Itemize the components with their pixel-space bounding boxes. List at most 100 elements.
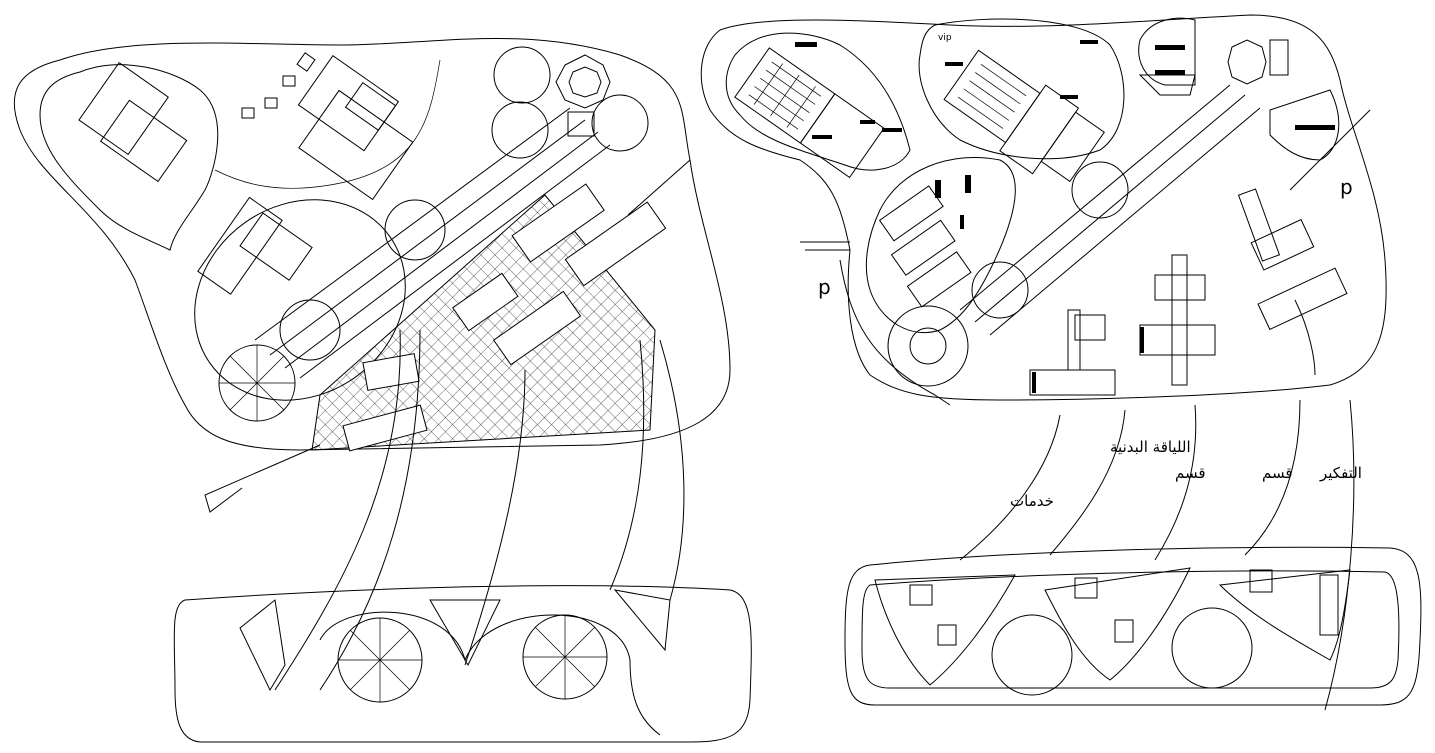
left-edge-line: [627, 159, 691, 216]
right-left-oval: [865, 156, 1016, 334]
left-path-2: [319, 329, 421, 691]
right-parking-curve: [839, 259, 951, 406]
right-top-block-1: [1138, 17, 1196, 86]
left-octagon-pavilion: [555, 54, 611, 109]
left-lower-wedge-2: [429, 599, 501, 667]
right-vip-building: [943, 49, 1105, 183]
right-lower-building-1: [1029, 309, 1116, 396]
right-stadium: [734, 47, 885, 179]
thinking-suffix-label: قسم: [1262, 464, 1293, 482]
left-diagonal-mall: [254, 107, 611, 379]
left-inner-loop: [39, 64, 219, 251]
right-diagonal-mall: [959, 84, 1261, 336]
right-lower-room-4: [1114, 619, 1134, 643]
right-top-lobe: [725, 32, 911, 171]
right-path-5: [1324, 399, 1355, 711]
parking-label-right: p: [1340, 175, 1353, 199]
right-round-stadium: [887, 305, 969, 387]
left-lower-wedge-1: [239, 599, 286, 692]
right-mark-1: [795, 42, 817, 47]
right-lower-room-2: [937, 624, 957, 646]
right-mark-10: [1295, 125, 1335, 130]
left-tree-4: [384, 199, 446, 261]
left-site-plan: [13, 37, 752, 743]
left-site-boundary: [13, 37, 731, 451]
parking-label-left: p: [818, 275, 831, 299]
vip-label: vip: [938, 33, 952, 43]
left-small-box-4: [296, 52, 316, 72]
left-lower-block: [173, 585, 752, 743]
left-path-4: [609, 339, 645, 591]
right-path-2: [1049, 409, 1126, 556]
right-path-1: [959, 414, 1061, 561]
right-mark-2: [812, 135, 832, 139]
right-lower-room-3: [1074, 577, 1098, 599]
right-mark-12: [965, 175, 971, 193]
thinking-label: التفكير: [1319, 464, 1362, 482]
services-label: خدمات: [1010, 492, 1054, 510]
right-mark-3: [860, 120, 875, 124]
left-lower-loop: [319, 611, 661, 736]
left-tree-3: [591, 94, 649, 152]
left-plaza-buildings: [452, 183, 667, 366]
left-small-box-1: [241, 107, 255, 119]
right-lower-room-1: [909, 584, 933, 606]
right-oval-buildings: [878, 185, 972, 308]
right-lower-building-3: [1237, 188, 1348, 376]
right-round-stadium-core: [909, 327, 947, 365]
right-mark-6: [1080, 40, 1098, 44]
right-octagon-pavilion: [1227, 39, 1267, 85]
right-lower-room-5: [1249, 569, 1273, 593]
left-path-1: [274, 329, 401, 691]
left-building-a: [78, 61, 188, 183]
left-radial-tree-spokes: [219, 345, 295, 421]
left-path-3: [464, 369, 526, 666]
right-mark-11: [935, 180, 941, 198]
right-lower-circle-1: [991, 614, 1073, 696]
right-lower-room-6: [1319, 574, 1339, 636]
right-lower-building-2: [1139, 254, 1216, 386]
right-mark-9: [1155, 70, 1185, 75]
left-plaza-box-1: [362, 353, 420, 391]
left-path-5: [659, 339, 685, 601]
left-tree-2: [491, 101, 549, 159]
left-lower-tree-1-spokes: [338, 618, 422, 702]
left-small-box-3: [282, 75, 296, 87]
fitness-label: اللياقة البدنية: [1110, 438, 1191, 456]
left-plaza-box-2: [342, 404, 428, 452]
right-mark-8: [1155, 45, 1185, 50]
right-mark-4: [882, 128, 902, 132]
left-entry-arrow: [204, 444, 321, 513]
left-small-box-2: [264, 97, 278, 109]
left-lower-tree-2-spokes: [523, 615, 607, 699]
right-parking-lines: [800, 241, 850, 251]
left-garden-divider: [214, 59, 441, 189]
right-middle-lobe: [918, 18, 1125, 160]
left-pavilion-base: [567, 111, 595, 137]
right-mark-5: [945, 62, 963, 66]
right-mark-13: [960, 215, 964, 229]
right-site-plan: vip: [700, 14, 1422, 711]
right-tree-2: [1071, 161, 1129, 219]
left-building-b: [297, 54, 414, 201]
right-path-4: [1244, 399, 1301, 556]
right-stair-block: [1269, 39, 1289, 76]
fitness-prefix-label: قسم: [1175, 464, 1206, 482]
right-path-3: [1154, 404, 1197, 561]
right-lower-block-inner: [861, 570, 1400, 689]
right-tree-1: [971, 261, 1029, 319]
right-lower-block-outer: [844, 546, 1422, 706]
right-lower-circle-2: [1171, 607, 1253, 689]
right-lower-wedge-3: [1218, 569, 1351, 661]
right-site-boundary: [700, 14, 1387, 401]
left-tree-5: [279, 299, 341, 361]
left-tree-1: [493, 46, 551, 104]
right-lower-wedge-2: [1044, 567, 1191, 681]
left-building-c: [197, 196, 313, 295]
left-octagon-inner: [568, 66, 602, 98]
right-lower-wedge-1: [874, 574, 1016, 686]
right-mark-7: [1060, 95, 1078, 99]
right-edge-line: [1289, 109, 1371, 191]
left-lower-wedge-3: [613, 589, 671, 652]
